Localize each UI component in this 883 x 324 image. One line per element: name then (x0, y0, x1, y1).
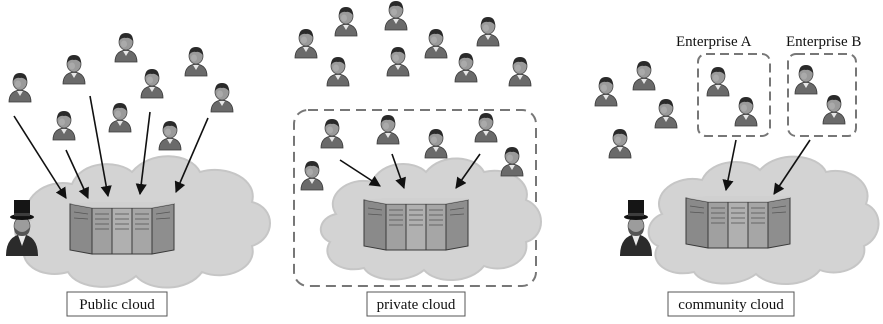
arrow (455, 153, 481, 189)
user-icon (62, 54, 86, 85)
user-icon (384, 0, 408, 31)
user-icon (474, 112, 498, 143)
user-icon (500, 146, 524, 177)
user-icon (476, 16, 500, 47)
user-icon (424, 128, 448, 159)
user-icon (654, 98, 678, 129)
user-icon (300, 160, 324, 191)
arrow (174, 117, 209, 194)
arrow (773, 139, 811, 195)
user-icon (454, 52, 478, 83)
user-icon (140, 68, 164, 99)
arrow (89, 95, 112, 198)
user-icon (608, 128, 632, 159)
user-icon (320, 118, 344, 149)
enterprise-b-label: Enterprise B (786, 34, 861, 50)
caption-box (667, 291, 795, 317)
enterprise-b-boundary (787, 53, 857, 137)
owner-top-hat-icon (619, 199, 653, 257)
user-icon (326, 56, 350, 87)
user-icon (386, 46, 410, 77)
user-icon (334, 6, 358, 37)
user-icon (794, 64, 818, 95)
server-rack-icon (685, 195, 791, 249)
community-cloud-panel: Enterprise A Enterprise B community clou… (594, 34, 880, 317)
enterprise-a-label: Enterprise A (676, 34, 752, 50)
user-icon (108, 102, 132, 133)
panel-caption: community cloud (678, 297, 784, 313)
user-icon (822, 94, 846, 125)
arrow (722, 139, 737, 192)
user-icon (376, 114, 400, 145)
caption-box (66, 291, 168, 317)
arrow (65, 149, 89, 200)
user-icon (158, 120, 182, 151)
arrow (13, 115, 67, 199)
user-icon (424, 28, 448, 59)
user-icon (184, 46, 208, 77)
user-icon (734, 96, 758, 127)
user-icon (114, 32, 138, 63)
caption-box (366, 291, 466, 317)
arrow (135, 111, 151, 196)
user-icon (706, 66, 730, 97)
private-cloud-panel: private cloud (293, 0, 542, 317)
server-rack-icon (69, 201, 175, 255)
enterprise-a-boundary (697, 53, 771, 137)
user-icon (294, 28, 318, 59)
user-icon (594, 76, 618, 107)
user-icon (632, 60, 656, 91)
panel-caption: private cloud (377, 297, 456, 313)
public-cloud-panel: Public cloud (5, 32, 271, 317)
user-icon (210, 82, 234, 113)
arrow (339, 159, 381, 187)
user-icon (508, 56, 532, 87)
user-icon (8, 72, 32, 103)
arrow (391, 153, 406, 190)
private-boundary (293, 109, 537, 287)
panel-caption: Public cloud (79, 297, 155, 313)
server-rack-icon (363, 197, 469, 251)
user-icon (52, 110, 76, 141)
